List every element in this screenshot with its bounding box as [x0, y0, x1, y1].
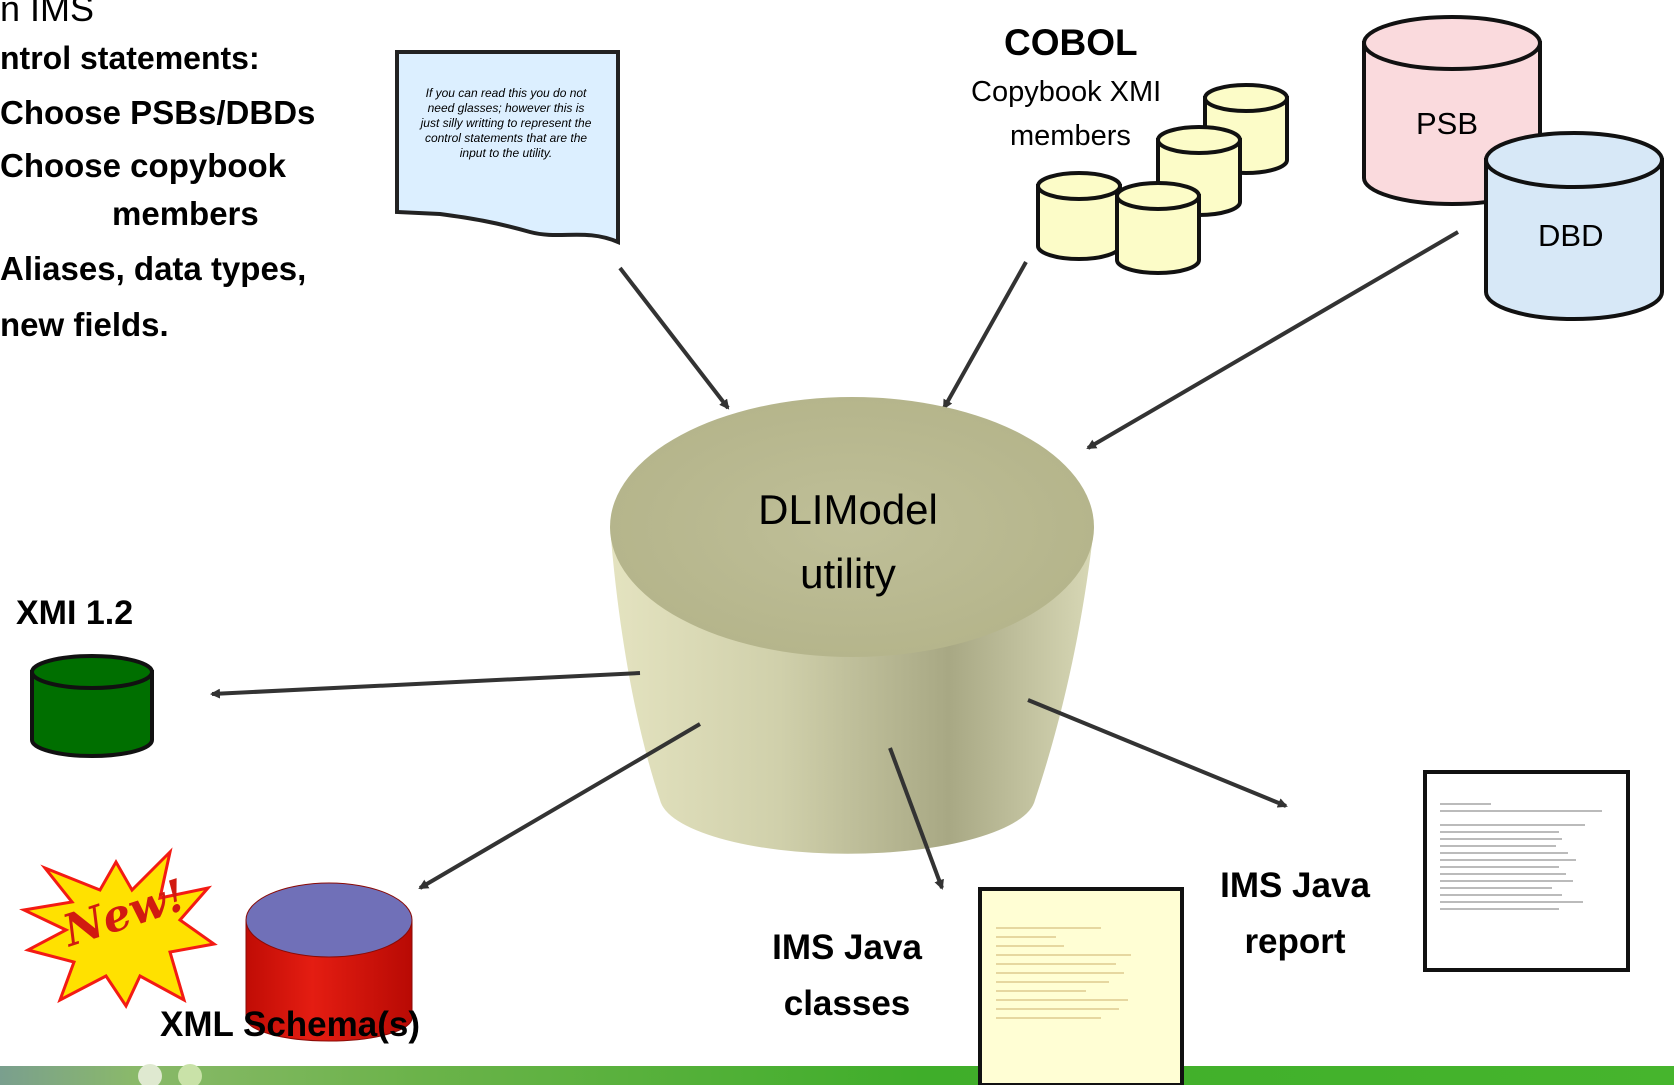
dbd-label: DBD — [1538, 218, 1604, 253]
arrow-utility-to-xml — [418, 722, 702, 890]
left-text-line: Aliases, data types, — [0, 250, 307, 287]
new-starburst-icon — [19, 847, 218, 1010]
utility-subtitle: utility — [800, 550, 896, 597]
copybook-cylinder — [1036, 171, 1122, 261]
java-report-label: IMS Java — [1220, 866, 1370, 905]
dbd-cylinder — [1484, 131, 1664, 321]
arrow-dbd-to-utility — [1086, 230, 1460, 450]
dlimodel-cylinder — [610, 397, 1094, 854]
footer-band — [0, 1066, 1674, 1085]
arrow-utility-to-java-report — [1027, 698, 1288, 808]
left-text-line: members — [112, 195, 259, 232]
cobol-title: COBOL — [1004, 22, 1138, 63]
arrow-utility-to-java-classes — [888, 747, 944, 890]
control-statements-document — [395, 50, 620, 246]
left-text-line: ntrol statements: — [0, 40, 260, 76]
java-report-text-lines — [1440, 798, 1610, 915]
note-text: If you can read this you do not need gla… — [420, 86, 592, 160]
left-text-line: new fields. — [0, 306, 169, 343]
xml-schema-cylinder — [245, 882, 413, 1042]
utility-title: DLIModel — [758, 486, 938, 533]
arrow-cobol-to-utility — [942, 261, 1028, 410]
arrow-note-to-utility — [618, 266, 730, 410]
xmi-label: XMI 1.2 — [16, 594, 134, 632]
left-text-line: Choose PSBs/DBDs — [0, 94, 316, 131]
java-classes-label: IMS Java — [772, 928, 922, 967]
java-report-document — [1423, 770, 1630, 972]
java-report-label: report — [1244, 922, 1346, 961]
arrow-utility-to-xmi — [210, 671, 641, 699]
cobol-subtitle: Copybook XMI — [971, 76, 1162, 108]
xml-schema-label: XML Schema(s) — [160, 1005, 420, 1044]
java-classes-document — [978, 887, 1184, 1085]
footer-dot — [178, 1064, 202, 1085]
left-heading-partial: n IMS — [0, 0, 95, 29]
psb-label: PSB — [1416, 106, 1479, 141]
left-text-line: Choose copybook — [0, 147, 287, 184]
java-classes-code-lines — [996, 920, 1146, 1026]
cobol-subtitle: members — [1010, 120, 1131, 152]
xmi-cylinder — [30, 654, 154, 758]
java-classes-label: classes — [783, 984, 911, 1023]
footer-dot — [138, 1064, 162, 1085]
copybook-cylinder — [1115, 181, 1201, 275]
